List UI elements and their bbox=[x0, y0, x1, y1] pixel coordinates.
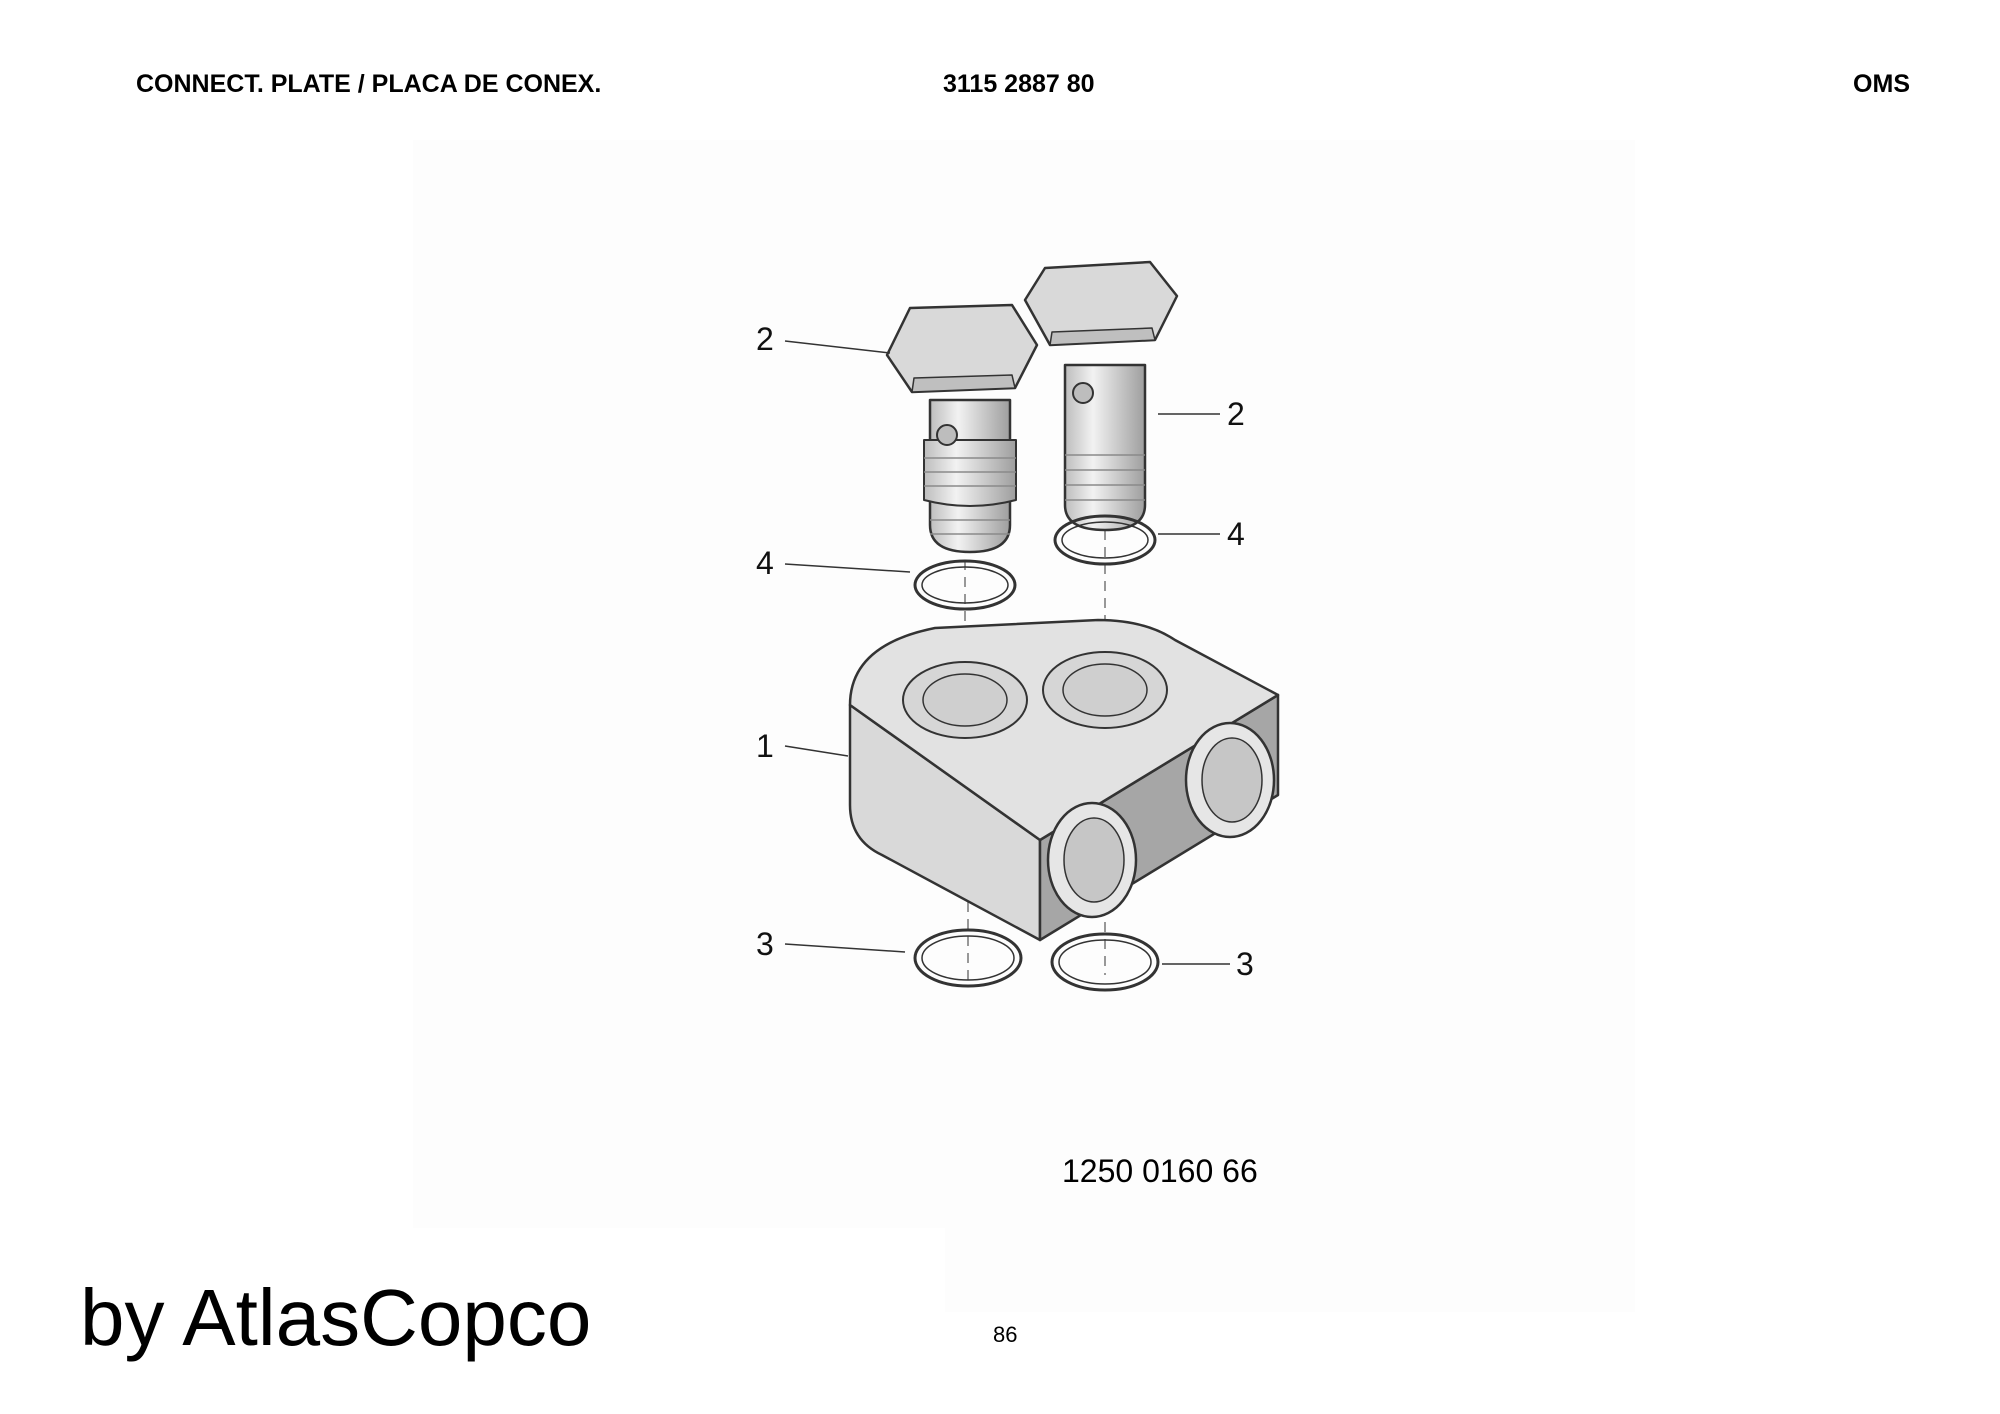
callout-bolt-right: 2 bbox=[1227, 396, 1245, 432]
header-part-number: 3115 2887 80 bbox=[943, 70, 1095, 98]
header-code: OMS bbox=[1853, 70, 1910, 98]
page-number: 86 bbox=[993, 1322, 1018, 1347]
diagram-background-extension bbox=[945, 1228, 1635, 1312]
washer-lower-left bbox=[913, 928, 1023, 988]
banjo-bolt-left bbox=[885, 303, 1039, 554]
callout-washer-upper-right: 4 bbox=[1227, 516, 1245, 552]
callout-connection-plate: 1 bbox=[756, 728, 774, 764]
leader-lines bbox=[784, 340, 1230, 965]
callout-washer-lower-right: 3 bbox=[1236, 946, 1254, 982]
washer-lower-right bbox=[1050, 932, 1160, 992]
drawing-number: 1250 0160 66 bbox=[1062, 1153, 1258, 1189]
callout-washer-lower-left: 3 bbox=[756, 926, 774, 962]
brand-footer: by AtlasCopco bbox=[80, 1273, 592, 1362]
header-title: CONNECT. PLATE / PLACA DE CONEX. bbox=[136, 70, 602, 98]
washer-upper-right bbox=[1053, 514, 1157, 566]
banjo-bolt-right bbox=[1023, 260, 1179, 532]
connection-plate bbox=[848, 618, 1280, 942]
callout-bolt-left: 2 bbox=[756, 321, 774, 357]
sealing-washers bbox=[913, 514, 1160, 992]
washer-upper-left bbox=[913, 559, 1017, 611]
callout-washer-upper-left: 4 bbox=[756, 545, 774, 581]
